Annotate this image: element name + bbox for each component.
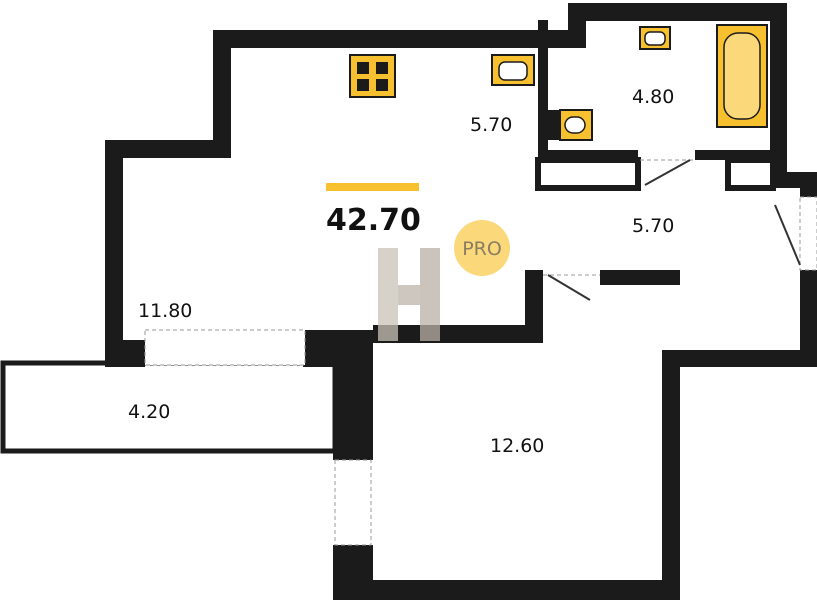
room-area-kitchen: 5.70 [470, 114, 512, 136]
pro-badge-label: PRO [462, 238, 502, 260]
bedroom-window [334, 459, 372, 546]
total-area: 42.70 [326, 203, 421, 238]
logo-watermark [378, 248, 440, 341]
room-area-living: 11.80 [138, 300, 192, 322]
toilet-icon [548, 109, 593, 141]
kitchen-sink-icon [491, 54, 535, 86]
total-area-bar [326, 183, 419, 191]
stove-icon [349, 54, 396, 98]
room-area-bedroom: 12.60 [490, 435, 544, 457]
room-area-hallway: 5.70 [632, 215, 674, 237]
entrance-door [799, 196, 817, 271]
room-area-balcony: 4.20 [128, 401, 170, 423]
room-area-bathroom: 4.80 [632, 86, 674, 108]
bathroom-sink-icon [639, 26, 671, 50]
walls [105, 3, 817, 600]
pro-badge [454, 220, 510, 276]
bathtub-icon [716, 24, 768, 128]
balcony-door [144, 329, 306, 366]
balcony-outline [0, 360, 338, 454]
